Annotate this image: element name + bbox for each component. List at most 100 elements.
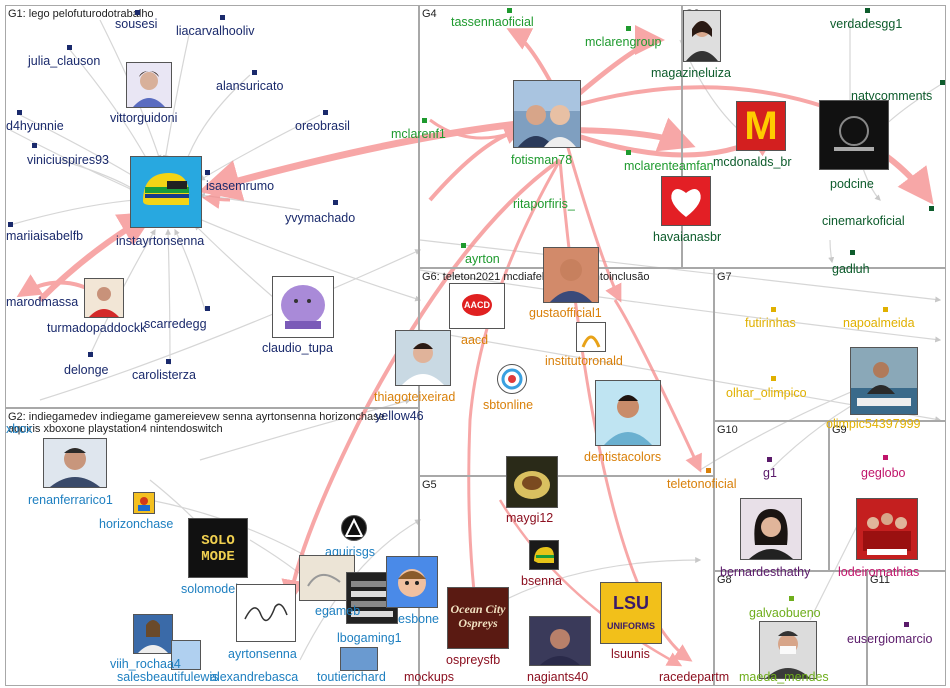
node-label-aacd[interactable]: aacd xyxy=(461,333,489,347)
node-label-viniciuspires93[interactable]: viniciuspires93 xyxy=(27,153,109,167)
node-label-magazineluiza[interactable]: magazineluiza xyxy=(651,66,731,80)
avatar-podcine[interactable] xyxy=(819,100,889,170)
avatar-turmadopaddockk[interactable] xyxy=(84,278,124,318)
node-label-salesbeautiful[interactable]: salesbeautifulewis xyxy=(117,670,219,684)
avatar-dentistacolors[interactable] xyxy=(595,380,661,446)
node-label-tassennaoficial[interactable]: tassennaoficial xyxy=(451,15,534,29)
avatar-claudio_tupa[interactable] xyxy=(272,276,334,338)
node-label-horizonchase[interactable]: horizonchase xyxy=(99,517,174,531)
avatar-maygi12[interactable] xyxy=(506,456,558,508)
avatar-havaianasbr[interactable] xyxy=(661,176,711,226)
avatar-viih_rochaa4[interactable] xyxy=(133,614,173,654)
node-label-gustaofficial1[interactable]: gustaofficial1 xyxy=(529,306,602,320)
node-label-natycomments[interactable]: natycomments xyxy=(851,89,933,103)
node-label-mockups[interactable]: mockups xyxy=(404,670,455,684)
avatar-bernardesthathy[interactable] xyxy=(740,498,802,560)
node-label-julia_clauson[interactable]: julia_clauson xyxy=(28,54,101,68)
node-label-cinemarkoficial[interactable]: cinemarkoficial xyxy=(822,214,905,228)
node-label-bsenna[interactable]: bsenna xyxy=(521,574,563,588)
node-label-futirinhas[interactable]: futirinhas xyxy=(745,316,796,330)
node-label-maeda_mendes[interactable]: maeda_mendes xyxy=(739,670,829,684)
avatar-toutierichard[interactable] xyxy=(340,647,378,671)
node-label-eusergiomarcio[interactable]: eusergiomarcio xyxy=(847,632,933,646)
avatar-sbtonline[interactable] xyxy=(497,364,527,394)
avatar-horizonchase[interactable] xyxy=(133,492,155,514)
node-label-egameb[interactable]: egameb xyxy=(315,604,361,618)
node-label-oreobrasil[interactable]: oreobrasil xyxy=(295,119,350,133)
node-label-nagiants40[interactable]: nagiants40 xyxy=(527,670,589,684)
node-label-thiagoteixeirad[interactable]: thiagoteixeirad xyxy=(374,390,456,404)
node-label-viih_rochaa4[interactable]: viih_rochaa4 xyxy=(110,657,181,671)
avatar-salesbeautiful[interactable] xyxy=(171,640,201,670)
node-label-g1[interactable]: g1 xyxy=(763,466,777,480)
node-label-ayrton[interactable]: ayrton xyxy=(465,252,500,266)
avatar-nagiants40[interactable] xyxy=(529,616,591,666)
node-label-verdadesgg1[interactable]: verdadesgg1 xyxy=(830,17,903,31)
node-label-mclarenteamfan[interactable]: mclarenteamfan xyxy=(624,159,714,173)
node-label-mcdonalds_br[interactable]: mcdonalds_br xyxy=(713,155,792,169)
avatar-maeda_mendes[interactable] xyxy=(759,621,817,679)
avatar-olimpic54397999[interactable] xyxy=(850,347,918,415)
node-label-havaianasbr[interactable]: havaianasbr xyxy=(653,230,722,244)
avatar-renanferrarico1[interactable] xyxy=(43,438,107,488)
node-label-olimpic54397999[interactable]: olimpic54397999 xyxy=(826,417,921,431)
avatar-institutoronald[interactable] xyxy=(576,322,606,352)
node-label-gadluh[interactable]: gadluh xyxy=(832,262,870,276)
node-label-xbox[interactable]: xbox xyxy=(6,422,33,436)
node-label-ayrtonsenna[interactable]: ayrtonsenna xyxy=(228,647,297,661)
avatar-lodeiromathias[interactable] xyxy=(856,498,918,560)
node-label-solomodebr[interactable]: solomodebr xyxy=(181,582,247,596)
node-label-ritaporfiris_[interactable]: ritaporfiris_ xyxy=(513,197,575,211)
node-label-marodmassa[interactable]: marodmassa xyxy=(6,295,79,309)
node-label-carolisterza[interactable]: carolisterza xyxy=(132,368,196,382)
node-label-alansuricato[interactable]: alansuricato xyxy=(216,79,284,93)
node-label-racedepartm[interactable]: racedepartm xyxy=(659,670,730,684)
node-label-isasemrumo[interactable]: isasemrumo xyxy=(206,179,275,193)
node-label-teletonoficial[interactable]: teletonoficial xyxy=(667,477,737,491)
node-label-podcine[interactable]: podcine xyxy=(830,177,874,191)
node-label-dentistacolors[interactable]: dentistacolors xyxy=(584,450,662,464)
node-label-vittorguidoni[interactable]: vittorguidoni xyxy=(110,111,178,125)
node-label-toutierichard[interactable]: toutierichard xyxy=(317,670,386,684)
avatar-esbone[interactable] xyxy=(386,556,438,608)
node-label-liacarvalhooliv[interactable]: liacarvalhooliv xyxy=(176,24,255,38)
avatar-fotisman78[interactable] xyxy=(513,80,581,148)
node-label-maygi12[interactable]: maygi12 xyxy=(506,511,554,525)
node-label-instayrtonsenna[interactable]: instayrtonsenna xyxy=(116,234,205,248)
node-label-sousesi[interactable]: sousesi xyxy=(115,17,158,31)
node-label-esbone[interactable]: esbone xyxy=(398,612,440,626)
node-label-galvaobueno[interactable]: galvaobueno xyxy=(749,606,821,620)
avatar-thiagoteixeirad[interactable] xyxy=(395,330,451,386)
node-label-geglobo[interactable]: geglobo xyxy=(861,466,906,480)
avatar-egameb[interactable] xyxy=(299,555,355,601)
node-label-claudio_tupa[interactable]: claudio_tupa xyxy=(262,341,333,355)
avatar-aacd[interactable]: AACD xyxy=(449,283,505,329)
node-label-mclarenf1[interactable]: mclarenf1 xyxy=(391,127,446,141)
node-label-alexandre[interactable]: alexandrebasca xyxy=(210,670,299,684)
node-label-napoalmeida[interactable]: napoalmeida xyxy=(843,316,915,330)
node-label-mariiaisabelfb[interactable]: mariiaisabelfb xyxy=(6,229,84,243)
node-label-scarredegg[interactable]: scarredegg xyxy=(144,317,207,331)
node-label-lsuunis[interactable]: lsuunis xyxy=(611,647,650,661)
node-label-lbogaming1[interactable]: lbogaming1 xyxy=(337,631,402,645)
node-label-mclarengroup[interactable]: mclarengroup xyxy=(585,35,662,49)
node-label-turmadopaddockk[interactable]: turmadopaddockk xyxy=(47,321,147,335)
node-label-institutoronald[interactable]: institutoronald xyxy=(545,354,623,368)
node-label-sbtonline[interactable]: sbtonline xyxy=(483,398,534,412)
avatar-bsenna[interactable] xyxy=(529,540,559,570)
node-label-renanferrarico1[interactable]: renanferrarico1 xyxy=(28,493,113,507)
avatar-instayrtonsenna[interactable] xyxy=(130,156,202,228)
node-label-ospreysfb[interactable]: ospreysfb xyxy=(446,653,501,667)
avatar-vittorguidoni[interactable] xyxy=(126,62,172,108)
node-label-delonge[interactable]: delonge xyxy=(64,363,109,377)
node-label-bernardesthathy[interactable]: bernardesthathy xyxy=(720,565,811,579)
node-label-fotisman78[interactable]: fotisman78 xyxy=(511,153,573,167)
node-label-lodeiromathias[interactable]: lodeiromathias xyxy=(838,565,920,579)
avatar-aquirisgs[interactable] xyxy=(341,515,367,541)
node-label-d4hyunnie[interactable]: d4hyunnie xyxy=(6,119,64,133)
avatar-gustaofficial1[interactable] xyxy=(543,247,599,303)
avatar-ayrtonsenna[interactable] xyxy=(236,584,296,642)
